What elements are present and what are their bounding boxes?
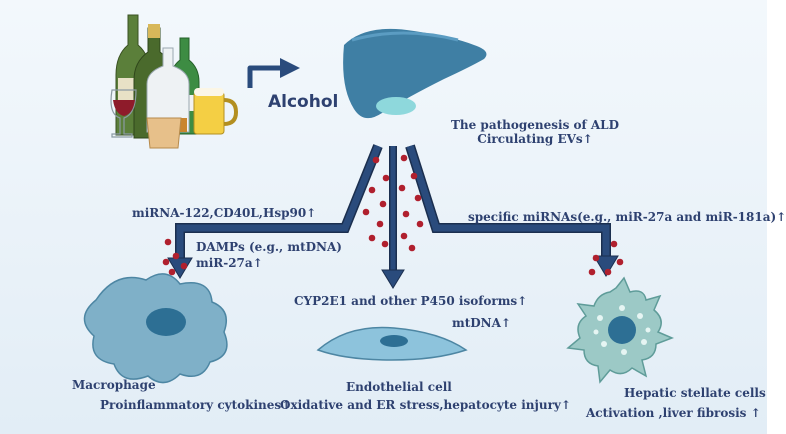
macrophage-cell-icon (83, 273, 228, 384)
extracellular-vesicle-dots (162, 154, 624, 276)
endothelial-cell-icon (316, 326, 468, 361)
drinks-to-liver-arrow (247, 65, 282, 88)
right-branch-arrow (405, 144, 611, 258)
drinks-arrow-head (280, 58, 300, 78)
gallbladder-icon (376, 97, 416, 115)
mug-handle (223, 98, 239, 126)
ev-release-funnel (167, 144, 619, 289)
endothelial-effect: Oxidative and ER stress,hepatocyte injur… (280, 398, 571, 412)
diagram-artwork (83, 14, 675, 384)
alcohol-label: Alcohol (268, 92, 339, 112)
left-cargo-line-2: miR-27a↑ (196, 256, 263, 270)
beer-mug-icon (193, 91, 225, 135)
right-signal-label: specific miRNAs(e.g., miR-27a and miR-18… (468, 210, 786, 224)
alcoholic-drinks-icon (110, 14, 239, 149)
stellate-effect: Activation ,liver fibrosis ↑ (586, 406, 761, 420)
endothelial-label: Endothelial cell (346, 380, 452, 394)
whiskey-glass-icon (146, 117, 182, 149)
center-cargo-label: mtDNA↑ (452, 316, 511, 330)
pathogenesis-line-1: The pathogenesis of ALD (450, 118, 620, 132)
macrophage-label: Macrophage (72, 378, 156, 392)
liquor-bottle-icon (146, 47, 190, 133)
pathogenesis-caption: The pathogenesis of ALD Circulating EVs↑ (420, 118, 650, 146)
pathogenesis-line-2: Circulating EVs↑ (477, 132, 593, 146)
center-arrow-head (381, 269, 405, 289)
red-wine (113, 100, 135, 116)
champagne-foil (148, 24, 160, 38)
macrophage-effect: Proinflammatory cytokines↑ (100, 398, 292, 412)
beer-foam (194, 88, 224, 96)
left-signal-label: miRNA-122,CD40L,Hsp90↑ (132, 206, 317, 220)
wine-glass-icon (110, 89, 137, 138)
stellate-label: Hepatic stellate cells (624, 386, 766, 400)
hepatic-stellate-cell-icon (566, 276, 675, 384)
left-cargo-line-1: DAMPs (e.g., mtDNA) (196, 240, 342, 254)
right-arrow-head (593, 255, 619, 277)
center-signal-label: CYP2E1 and other P450 isoforms↑ (294, 294, 528, 308)
liver-icon (343, 28, 487, 119)
